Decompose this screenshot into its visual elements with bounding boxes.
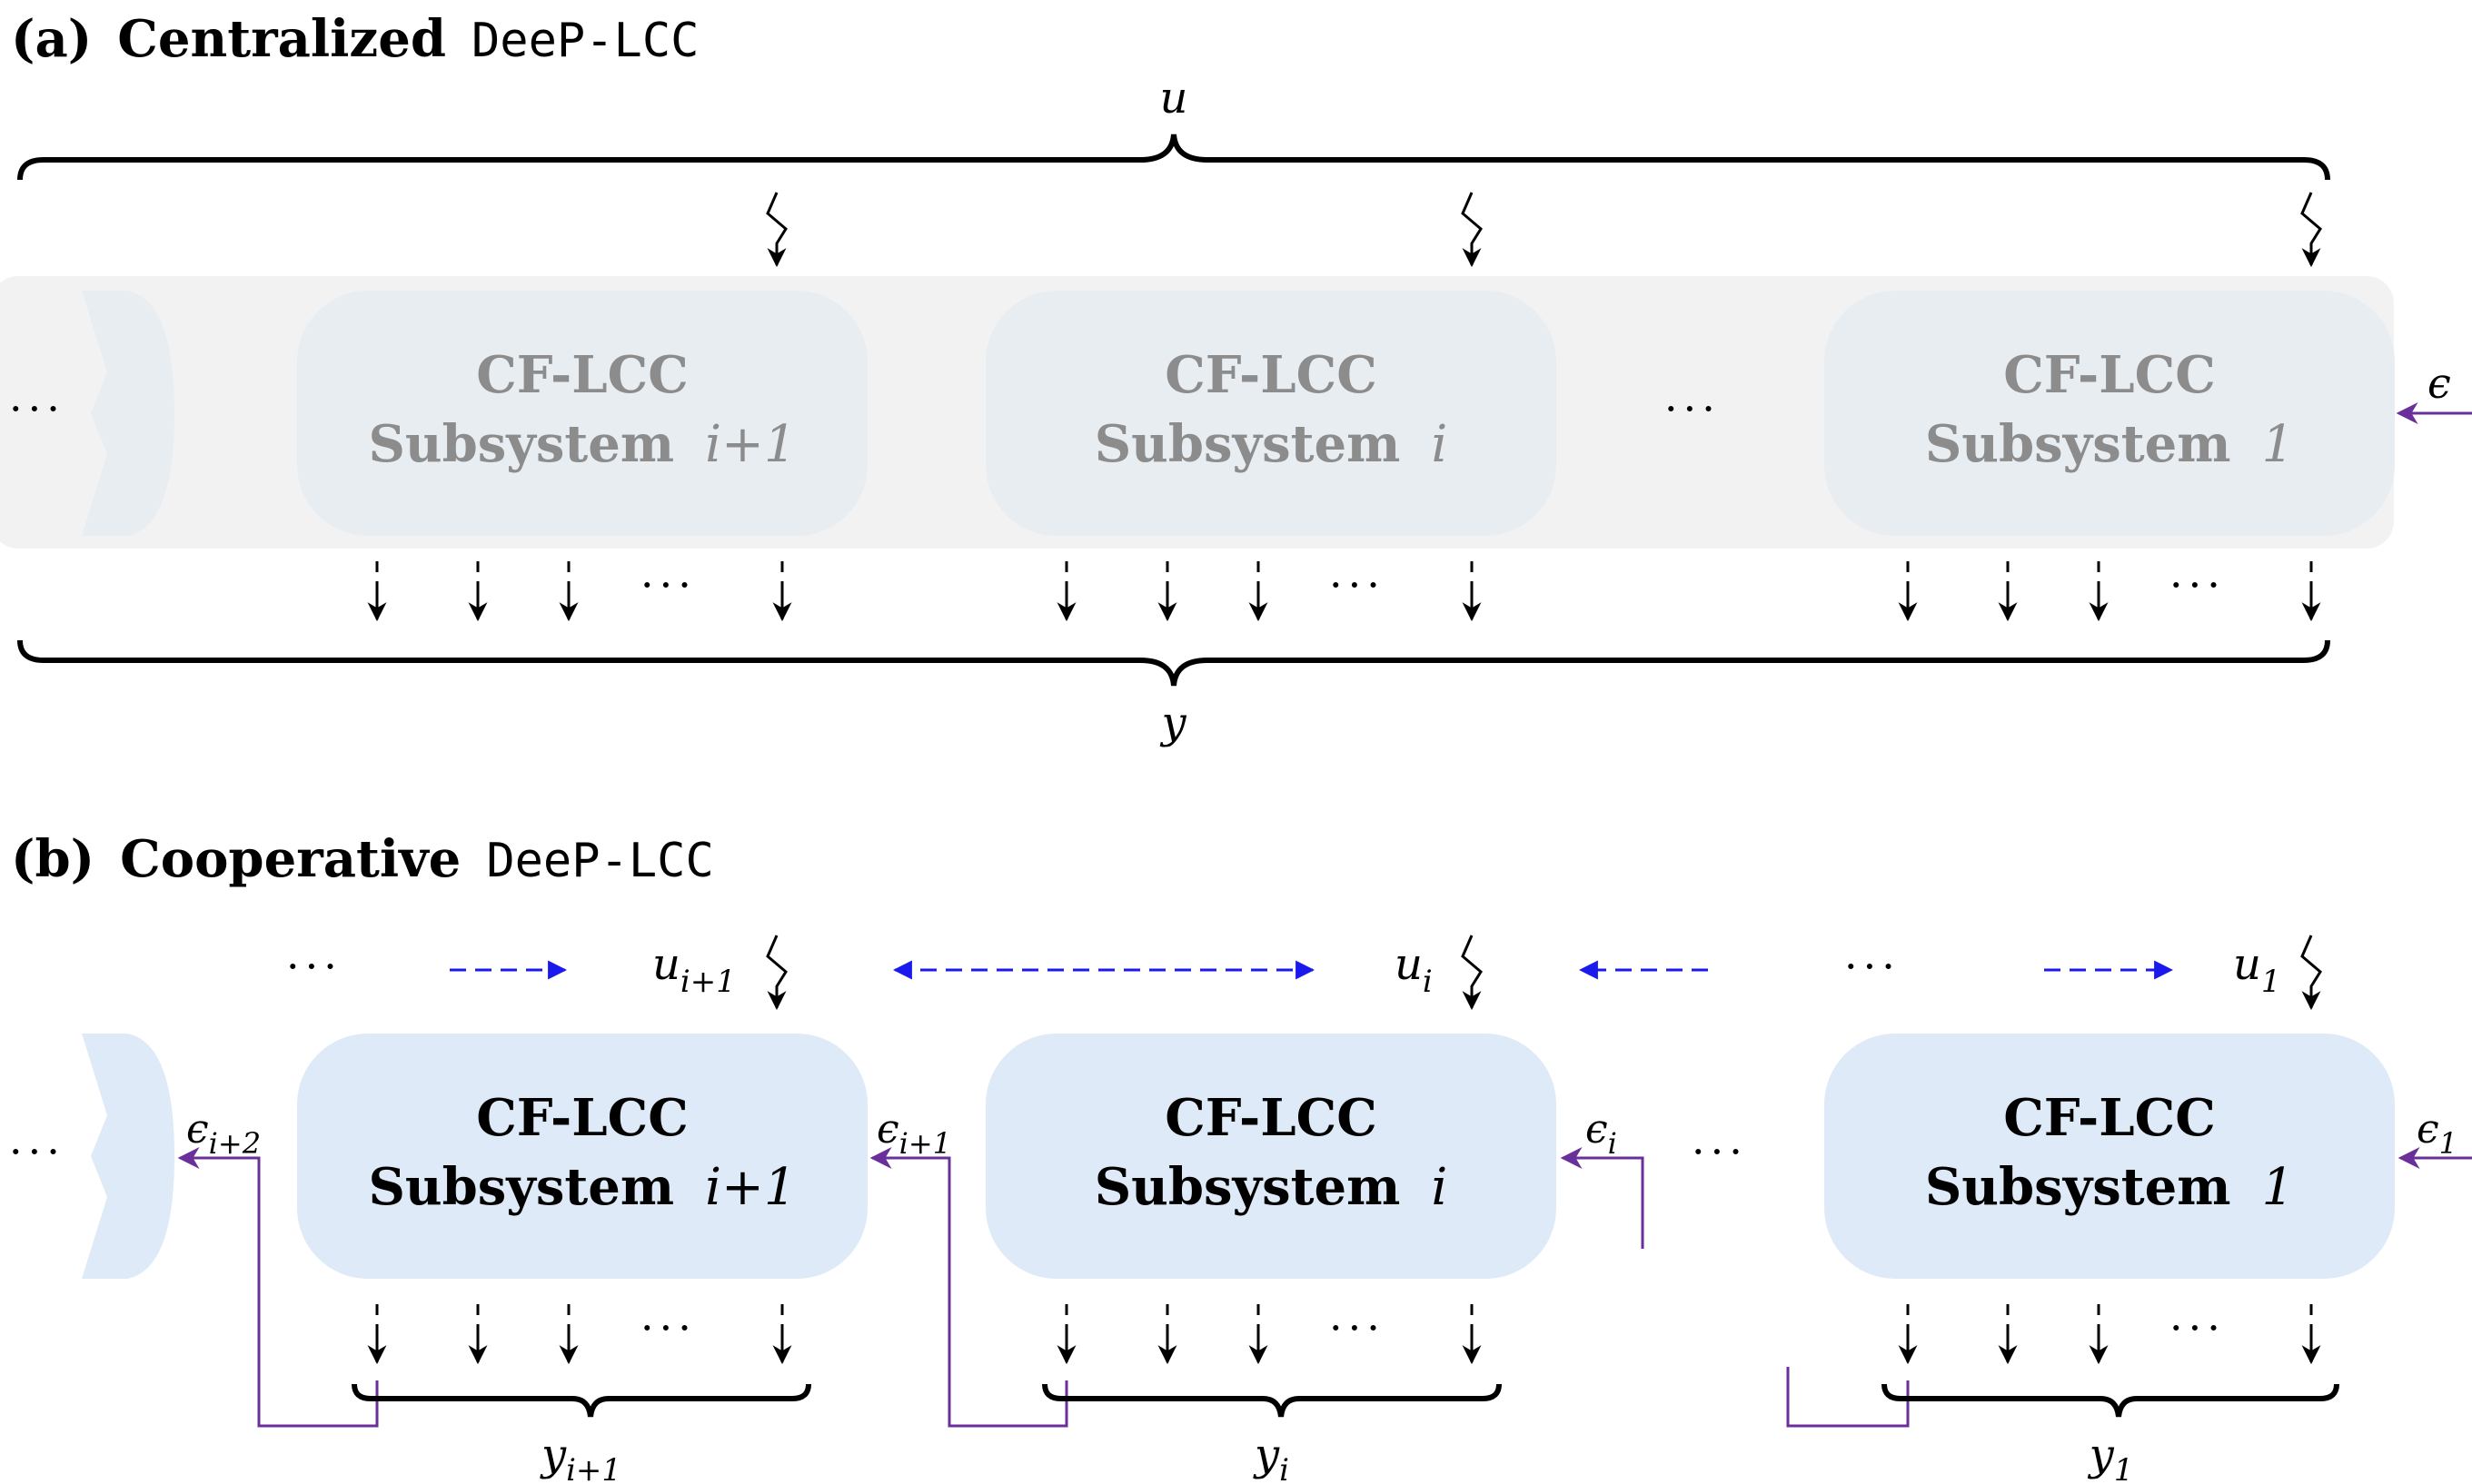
box-line1: CF-LCC (1165, 345, 1377, 405)
input-brace (17, 134, 2330, 181)
output-dots-b-2: ··· (1329, 1303, 1385, 1352)
feedback-1 (1786, 1367, 1910, 1428)
epsilon-label-a: ϵ (2427, 359, 2451, 408)
output-label-y: y (1159, 697, 1186, 748)
comm-dots-right: ··· (1844, 942, 1901, 991)
feedback-i-minus-1 (1560, 1147, 1644, 1249)
partial-subsystem-left (82, 291, 174, 536)
output-label-y-i: yi (1253, 1430, 1289, 1484)
epsilon-feedback-lines (177, 1147, 2472, 1428)
box-line1: CF-LCC (1165, 1088, 1377, 1148)
subsystem-box-b-i-plus-1: CF-LCC Subsystem i+1 (297, 1034, 868, 1279)
epsilon-label-i-plus-1: ϵi+1 (877, 1106, 951, 1161)
input-label-u-i: ui (1395, 939, 1433, 1000)
epsilon-label-1: ϵ1 (2417, 1106, 2457, 1161)
subsystem-box-b-i: CF-LCC Subsystem i (986, 1034, 1556, 1279)
squiggle-arrows-a (766, 192, 2322, 268)
panel-a-title: (a) Centralized DeeP-LCC (11, 9, 699, 69)
box-line1: CF-LCC (2003, 345, 2216, 405)
output-brace (17, 639, 2330, 687)
box-line2: Subsystem i (1095, 1157, 1448, 1217)
box-line2: Subsystem i+1 (368, 1157, 796, 1217)
middle-dots-b: ··· (1692, 1127, 1748, 1176)
box-line2: Subsystem i+1 (368, 414, 796, 474)
output-dots-a-2: ··· (1329, 560, 1385, 609)
panel-a: (a) Centralized DeeP-LCC u ··· CF-LCC Su… (0, 9, 2472, 748)
panel-b: (b) Cooperative DeeP-LCC ··· ··· ui+1 ui… (9, 829, 2472, 1484)
panel-b-title: (b) Cooperative DeeP-LCC (11, 829, 714, 889)
subsystem-box-a-i-plus-1: CF-LCC Subsystem i+1 (297, 291, 868, 536)
epsilon-label-i-plus-2: ϵi+2 (186, 1106, 261, 1161)
output-label-y-1: y1 (2088, 1430, 2134, 1484)
partial-subsystem-left-b (82, 1034, 174, 1279)
box-line2: Subsystem 1 (1925, 414, 2294, 474)
left-dots-b: ··· (9, 1127, 65, 1176)
feedback-i-plus-1 (177, 1147, 379, 1428)
panel-a-label: (a) (11, 9, 92, 69)
box-line1: CF-LCC (476, 1088, 689, 1148)
subsystem-box-a-1: CF-LCC Subsystem 1 (1824, 291, 2395, 536)
box-line1: CF-LCC (476, 345, 689, 405)
output-braces-b (352, 1383, 2339, 1418)
feedback-i (869, 1147, 1068, 1428)
input-label-u: u (1160, 73, 1188, 124)
panel-b-title-mono: DeeP-LCC (486, 834, 713, 888)
input-label-u-i-plus-1: ui+1 (652, 939, 736, 1000)
comm-dots-left: ··· (286, 942, 343, 991)
output-dots-b-1: ··· (640, 1303, 697, 1352)
box-line2: Subsystem 1 (1925, 1157, 2294, 1217)
middle-dots-a: ··· (1664, 384, 1721, 433)
left-dots: ··· (9, 384, 65, 433)
output-label-y-i-plus-1: yi+1 (540, 1430, 621, 1484)
output-dots-a-3: ··· (2169, 560, 2226, 609)
output-dots-b-3: ··· (2169, 1303, 2226, 1352)
panel-a-title-mono: DeeP-LCC (472, 14, 699, 68)
subsystem-box-b-1: CF-LCC Subsystem 1 (1824, 1034, 2395, 1279)
input-label-u-1: u1 (2233, 939, 2281, 1000)
epsilon-label-i: ϵi (1585, 1106, 1617, 1161)
output-arrows-a (377, 561, 2311, 619)
squiggle-arrows-b (766, 935, 2322, 1011)
output-dots-a-1: ··· (640, 560, 697, 609)
panel-b-title-bold: Cooperative (120, 829, 461, 889)
box-line2: Subsystem i (1095, 414, 1448, 474)
panel-a-title-bold: Centralized (117, 9, 446, 69)
panel-b-label: (b) (11, 829, 94, 889)
box-line1: CF-LCC (2003, 1088, 2216, 1148)
subsystem-box-a-i: CF-LCC Subsystem i (986, 291, 1556, 536)
output-arrows-b (377, 1304, 2311, 1362)
